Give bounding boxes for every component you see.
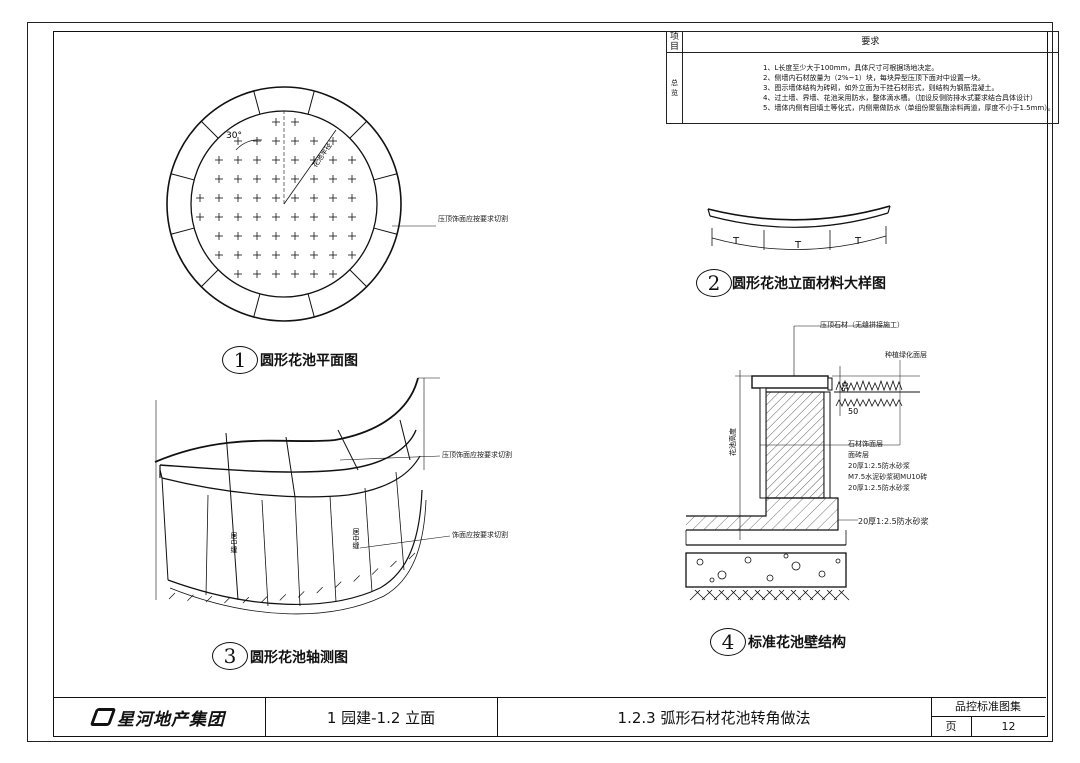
- wall-layer: 20厚1:2.5防水砂浆: [848, 462, 910, 470]
- req-item: 1、L长度至少大于100mm，具体尺寸可根据场地决定。: [763, 64, 939, 72]
- wall-layer: 面砖层: [848, 451, 869, 459]
- wall-layer: 石材饰面层: [848, 440, 883, 448]
- plan-view-drawing: [166, 86, 436, 322]
- plan-note-right: 压顶饰面应按要求切割: [438, 215, 508, 223]
- req-row-label: 总览: [665, 52, 684, 124]
- axonometric-view-drawing: [154, 377, 451, 615]
- company-logo-icon: [89, 708, 117, 726]
- wall-caption-number: 4: [710, 628, 746, 656]
- requirements-table: 项目 要求 总览 1、L长度至少大于100mm，具体尺寸可根据场地决定。 2、侧…: [665, 31, 1059, 124]
- axo-note-side: 饰面应按要求切割: [452, 531, 508, 539]
- wall-height-label: 花池高度: [728, 428, 737, 456]
- elevation-caption: 圆形花池立面材料大样图: [732, 276, 886, 292]
- plan-caption-number: 1: [222, 346, 258, 374]
- plan-radius-label: 花池半径: [310, 141, 333, 169]
- req-item: 5、墙体内侧有回填土等化式，内侧需做防水（单组份聚氨酯涂料两道，厚度不小于1.5…: [763, 104, 1055, 112]
- req-item: 3、图示墙体结构为砖砌，如外立面为干挂石材形式，则结构为钢筋混凝土。: [763, 84, 999, 92]
- title-page-label: 页: [931, 717, 972, 736]
- title-block: 星河地产集团 1 园建-1.2 立面 1.2.3 弧形石材花池转角做法 品控标准…: [53, 697, 1046, 736]
- elevation-view-drawing: T T T: [707, 205, 891, 251]
- title-section-cell: 1 园建-1.2 立面: [265, 698, 498, 736]
- req-item: 4、过土墙、界墙、花池采用防水，整体滴水槽。（加设反侧防排水式要求结合具体设计）: [763, 94, 1037, 102]
- wall-base-layer: 20厚1:2.5防水砂浆: [858, 517, 929, 526]
- wall-layer: M7.5水泥砂浆砌MU10砖: [848, 473, 928, 481]
- wall-layers-list: 石材饰面层 面砖层 20厚1:2.5防水砂浆 M7.5水泥砂浆砌MU10砖 20…: [848, 439, 927, 494]
- wall-right-note: 种植绿化面层: [885, 351, 927, 359]
- title-meta-cell: 品控标准图集 页 12: [931, 698, 1045, 736]
- wall-dim-1: 50: [841, 382, 850, 392]
- title-drawing-name: 1.2.3 弧形石材花池转角做法: [497, 698, 932, 736]
- wall-caption: 标准花池壁结构: [748, 635, 846, 651]
- req-header-item: 项目: [665, 31, 684, 53]
- axo-center-mark-2: 居中缝: [352, 528, 360, 550]
- axo-caption-number: 3: [212, 642, 248, 670]
- drawing-inner-frame: [53, 31, 1048, 737]
- req-item: 2、侧墙内石材放量为（2%~1）块，每块异型压顶下面对中设置一块。: [763, 74, 985, 82]
- elevation-caption-number: 2: [696, 269, 732, 297]
- company-logo-text: 星河地产集团: [117, 709, 225, 730]
- title-logo-cell: 星河地产集团: [53, 698, 266, 736]
- wall-dim-2: 50: [848, 407, 858, 416]
- req-items-cell: 1、L长度至少大于100mm，具体尺寸可根据场地决定。 2、侧墙内石材放量为（2…: [682, 52, 1059, 124]
- plan-angle-label: 30°: [226, 131, 242, 141]
- axo-caption: 圆形花池轴测图: [250, 650, 348, 666]
- wall-section-drawing: [685, 325, 920, 601]
- title-page-row: 页 12: [931, 717, 1045, 736]
- plan-caption: 圆形花池平面图: [260, 353, 358, 369]
- svg-text:T: T: [854, 236, 862, 247]
- title-collection: 品控标准图集: [931, 698, 1045, 717]
- wall-layer: 20厚1:2.5防水砂浆: [848, 484, 910, 492]
- title-page-number: 12: [1001, 720, 1016, 733]
- wall-top-note: 压顶石材（无缝拼接施工）: [820, 321, 904, 329]
- axo-note-top: 压顶饰面应按要求切割: [442, 451, 512, 459]
- svg-text:T: T: [794, 240, 802, 251]
- drawing-outer-frame: [27, 22, 1053, 742]
- svg-text:T: T: [732, 236, 740, 247]
- axo-center-mark-1: 居中缝: [230, 532, 238, 554]
